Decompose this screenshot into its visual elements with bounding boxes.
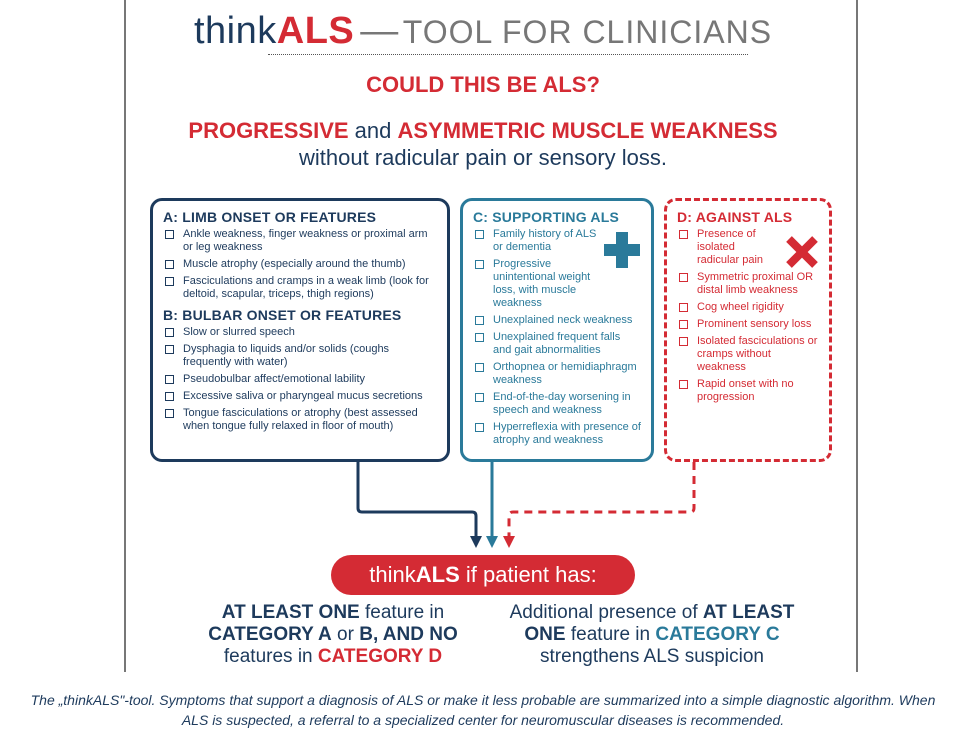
list-item: Slow or slurred speech — [163, 326, 437, 339]
thinkals-logo: thinkALS—TOOL FOR CLINICIANS — [0, 10, 966, 53]
category-d-box: D: AGAINST ALS Presence of isolated radi… — [664, 198, 832, 462]
logo-think: think — [193, 10, 277, 52]
list-item: Isolated fasciculations or cramps withou… — [677, 335, 819, 374]
checkbox-icon[interactable] — [165, 392, 174, 401]
category-a-list: Ankle weakness, finger weakness or proxi… — [163, 228, 437, 301]
list-item: Orthopnea or hemidiaphragm weakness — [473, 361, 641, 387]
arrow-head-c — [486, 536, 498, 548]
checkbox-icon[interactable] — [679, 380, 688, 389]
checkbox-icon[interactable] — [475, 316, 484, 325]
list-item: Pseudobulbar affect/emotional lability — [163, 373, 437, 386]
checkbox-icon[interactable] — [475, 423, 484, 432]
checkbox-icon[interactable] — [679, 230, 688, 239]
category-b-title: B: BULBAR ONSET OR FEATURES — [163, 307, 402, 323]
frame-right-border — [856, 0, 858, 672]
logo-als: ALS — [276, 10, 355, 52]
list-item: Muscle atrophy (especially around the th… — [163, 258, 437, 271]
list-item: Fasciculations and cramps in a weak limb… — [163, 275, 437, 301]
figure-caption: The „thinkALS"-tool. Symptoms that suppo… — [30, 692, 936, 728]
checkbox-icon[interactable] — [165, 328, 174, 337]
headline-asymmetric: ASYMMETRIC MUSCLE WEAKNESS — [397, 118, 778, 143]
checkbox-icon[interactable] — [475, 393, 484, 402]
checkbox-icon[interactable] — [475, 333, 484, 342]
list-item: Excessive saliva or pharyngeal mucus sec… — [163, 390, 437, 403]
x-icon — [786, 236, 818, 268]
pill-think: think — [369, 562, 416, 587]
headline-progressive: PROGRESSIVE — [188, 118, 349, 143]
checkbox-icon[interactable] — [679, 303, 688, 312]
logo-underline — [268, 54, 748, 55]
list-item: Hyperreflexia with presence of atrophy a… — [473, 421, 641, 447]
list-item: Cog wheel rigidity — [677, 301, 819, 314]
category-d-list: Presence of isolated radicular pain Symm… — [677, 228, 819, 404]
checkbox-icon[interactable] — [679, 320, 688, 329]
headline: PROGRESSIVE and ASYMMETRIC MUSCLE WEAKNE… — [0, 117, 966, 171]
list-item: Progressive unintentional weight loss, w… — [473, 258, 641, 310]
checkbox-icon[interactable] — [165, 345, 174, 354]
arrow-from-d — [507, 462, 696, 536]
pill-als: ALS — [415, 562, 460, 587]
checkbox-icon[interactable] — [475, 363, 484, 372]
summary-right: Additional presence of AT LEAST ONE feat… — [509, 602, 795, 667]
checkbox-icon[interactable] — [165, 277, 174, 286]
list-item: Family history of ALS or dementia — [473, 228, 641, 254]
checkbox-icon[interactable] — [165, 409, 174, 418]
think-als-pill: thinkALS if patient has: — [331, 555, 635, 595]
question-heading: COULD THIS BE ALS? — [366, 72, 600, 97]
list-item: Dysphagia to liquids and/or solids (coug… — [163, 343, 437, 369]
checkbox-icon[interactable] — [165, 260, 174, 269]
plus-icon — [604, 232, 640, 268]
checkbox-icon[interactable] — [165, 230, 174, 239]
category-c-box: C: SUPPORTING ALS Family history of ALS … — [460, 198, 654, 462]
headline-line2: without radicular pain or sensory loss. — [298, 145, 668, 170]
logo-dash: — — [360, 10, 399, 52]
list-item: Unexplained neck weakness — [473, 314, 641, 327]
logo-subtitle: TOOL FOR CLINICIANS — [402, 14, 773, 50]
category-a-b-box: A: LIMB ONSET OR FEATURES Ankle weakness… — [150, 198, 450, 462]
checkbox-icon[interactable] — [475, 230, 484, 239]
list-item: Unexplained frequent falls and gait abno… — [473, 331, 641, 357]
category-d-title: D: AGAINST ALS — [677, 209, 793, 225]
category-c-list: Family history of ALS or dementia Progre… — [473, 228, 641, 447]
category-b-list: Slow or slurred speech Dysphagia to liqu… — [163, 326, 437, 433]
list-item: Symmetric proximal OR distal limb weakne… — [677, 271, 819, 297]
headline-and: and — [348, 118, 398, 143]
list-item: Rapid onset with no progression — [677, 378, 819, 404]
arrow-from-a — [356, 462, 478, 536]
pill-rest: if patient has: — [459, 562, 597, 587]
checkbox-icon[interactable] — [165, 375, 174, 384]
list-item: Prominent sensory loss — [677, 318, 819, 331]
category-c-title: C: SUPPORTING ALS — [473, 209, 619, 225]
frame-left-border — [124, 0, 126, 672]
checkbox-icon[interactable] — [679, 273, 688, 282]
summary-left: AT LEAST ONE feature in CATEGORY A or B,… — [208, 602, 458, 667]
arrow-head-d — [503, 536, 515, 548]
arrow-head-a — [470, 536, 482, 548]
category-a-title: A: LIMB ONSET OR FEATURES — [163, 209, 377, 225]
list-item: Tongue fasciculations or atrophy (best a… — [163, 407, 437, 433]
checkbox-icon[interactable] — [475, 260, 484, 269]
list-item: Presence of isolated radicular pain — [677, 228, 819, 267]
list-item: Ankle weakness, finger weakness or proxi… — [163, 228, 437, 254]
list-item: End-of-the-day worsening in speech and w… — [473, 391, 641, 417]
checkbox-icon[interactable] — [679, 337, 688, 346]
